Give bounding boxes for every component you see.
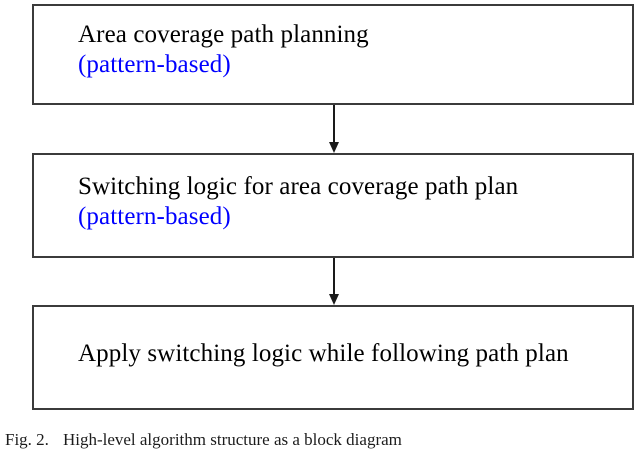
- node-text-group: Switching logic for area coverage path p…: [78, 172, 622, 232]
- arrow-shaft: [333, 105, 335, 143]
- flowchart-node-switching-logic-for-area-coverage-path-plan: Switching logic for area coverage path p…: [32, 153, 634, 258]
- arrow-shaft: [333, 258, 335, 295]
- node-accent-label: (pattern-based): [78, 51, 231, 78]
- flowchart-node-area-coverage-path-planning: Area coverage path planning (pattern-bas…: [32, 4, 634, 105]
- arrow-head: [329, 142, 339, 153]
- node-primary-label: Switching logic for area coverage path p…: [78, 173, 519, 200]
- figure-caption: Fig. 2. High-level algorithm structure as…: [5, 430, 635, 450]
- arrow-head: [329, 294, 339, 305]
- node-text-group: Apply switching logic while following pa…: [78, 339, 622, 369]
- down-arrow-icon-node2-to-node3: [329, 258, 339, 305]
- figure-caption-text: High-level algorithm structure as a bloc…: [62, 430, 402, 449]
- node-text-group: Area coverage path planning (pattern-bas…: [78, 20, 622, 80]
- flowchart-node-apply-switching-logic-while-following-path-plan: Apply switching logic while following pa…: [32, 305, 634, 410]
- figure-caption-number: Fig. 2.: [5, 430, 49, 449]
- down-arrow-icon-node1-to-node2: [329, 105, 339, 153]
- node-primary-label: Area coverage path planning: [78, 21, 369, 48]
- node-primary-label: Apply switching logic while following pa…: [78, 340, 569, 367]
- node-accent-label: (pattern-based): [78, 203, 231, 230]
